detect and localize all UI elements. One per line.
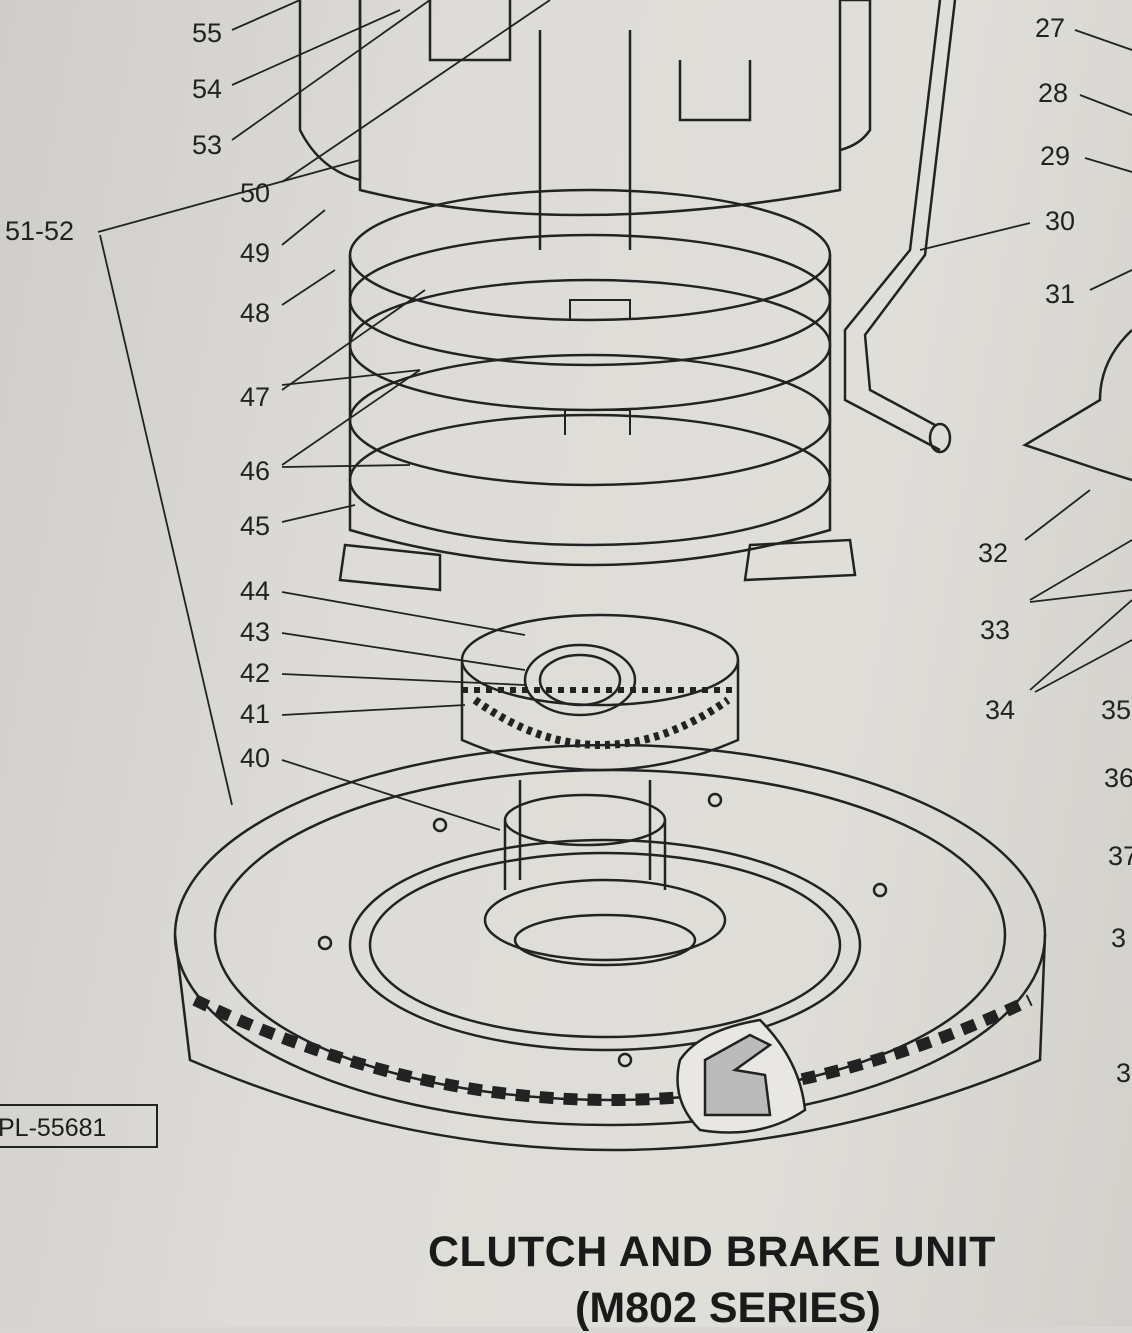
callout-34: 34 (985, 695, 1016, 725)
friction-plates (338, 188, 857, 592)
brake-lever (843, 0, 957, 454)
callout-43: 43 (240, 617, 271, 647)
callout-31: 31 (1045, 279, 1076, 309)
callout-38: 3 (1111, 923, 1127, 953)
callout-35: 35 (1101, 695, 1132, 725)
callout-53: 53 (192, 130, 223, 160)
callout-51-52: 51-52 (5, 216, 75, 246)
bearing-hub (483, 780, 727, 967)
callout-48: 48 (240, 298, 271, 328)
callout-32: 32 (978, 538, 1009, 568)
callout-49: 49 (240, 238, 271, 268)
callout-54: 54 (192, 74, 223, 104)
leader-lines (97, 0, 1132, 831)
callout-42: 42 (240, 658, 271, 688)
callout-37: 37 (1108, 841, 1132, 871)
callout-36: 36 (1104, 763, 1132, 793)
callout-40: 40 (240, 743, 271, 773)
figure-id-box: PL-55681 (0, 1104, 158, 1148)
callout-39: 3 (1116, 1058, 1132, 1088)
side-component (1022, 329, 1132, 482)
callout-45: 45 (240, 511, 271, 541)
callout-28: 28 (1038, 78, 1069, 108)
figure-title: CLUTCH AND BRAKE UNIT (428, 1228, 996, 1276)
pinion-gear (460, 613, 740, 772)
callout-30: 30 (1045, 206, 1076, 236)
callout-47: 47 (240, 382, 271, 412)
callout-55: 55 (192, 18, 223, 48)
section-detail (676, 1018, 807, 1134)
callout-27: 27 (1035, 13, 1066, 43)
callout-33: 33 (980, 615, 1011, 645)
callout-46: 46 (240, 456, 271, 486)
figure-subtitle: (M802 SERIES) (575, 1284, 881, 1332)
callout-29: 29 (1040, 141, 1071, 171)
clutch-housing (298, 0, 872, 250)
callout-41: 41 (240, 699, 271, 729)
callout-44: 44 (240, 576, 271, 606)
callout-50: 50 (240, 178, 271, 208)
ring-gear (173, 743, 1047, 1152)
